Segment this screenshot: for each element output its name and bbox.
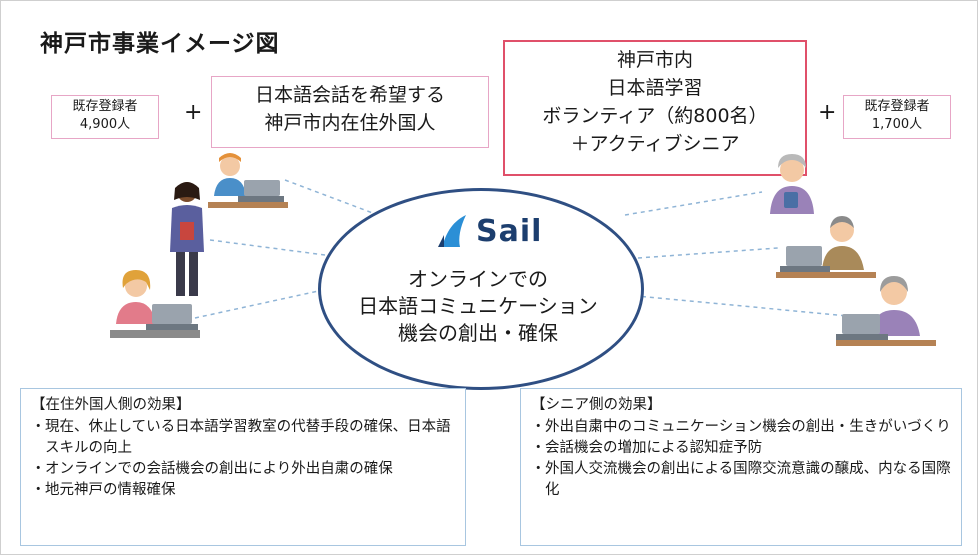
center-line: オンラインでの <box>408 267 548 291</box>
sail-logo: Sail <box>436 213 542 249</box>
connector-line <box>194 289 324 319</box>
effect-item: ・外国人交流機会の創出による国際交流意識の醸成、内なる国際化 <box>531 459 951 501</box>
center-line: 機会の創出・確保 <box>398 321 558 345</box>
person-laptop-icon <box>110 270 200 338</box>
connector-line <box>624 191 763 216</box>
effect-text: 会話機会の増加による認知症予防 <box>545 440 763 456</box>
effect-item: ・会話機会の増加による認知症予防 <box>531 438 951 459</box>
senior-person-icon <box>836 276 936 346</box>
senior-person-icon <box>770 154 814 214</box>
volunteer-box: 神戸市内 日本語学習 ボランティア（約800名） ＋アクティブシニア <box>503 40 807 176</box>
effect-item: ・現在、休止している日本語学習教室の代替手段の確保、日本語スキルの向上 <box>31 417 455 459</box>
senior-effects-box: 【シニア側の効果】 ・外出自粛中のコミュニケーション機会の創出・生きがいづくり … <box>520 388 962 546</box>
center-ellipse <box>318 188 644 390</box>
box-label: 既存登録者 <box>72 99 138 114</box>
foreign-effects-box: 【在住外国人側の効果】 ・現在、休止している日本語学習教室の代替手段の確保、日本… <box>20 388 466 546</box>
person-laptop-icon <box>208 153 288 208</box>
plus-operator-left: + <box>184 100 203 125</box>
box-line: 神戸市内在住外国人 <box>264 112 436 134</box>
logo-text: Sail <box>476 213 543 249</box>
box-label: 既存登録者 <box>864 99 930 114</box>
box-line: 神戸市内 <box>616 49 693 71</box>
box-line: 日本語学習 <box>607 77 703 99</box>
connector-line <box>625 294 849 317</box>
box-count: 4,900人 <box>79 117 131 132</box>
effect-item: ・地元神戸の情報確保 <box>31 480 455 501</box>
box-line: 日本語会話を希望する <box>254 84 445 106</box>
connector-line <box>209 239 326 256</box>
box-count: 1,700人 <box>871 117 923 132</box>
foreign-residents-box: 日本語会話を希望する 神戸市内在住外国人 <box>211 76 489 148</box>
box-line: ＋アクティブシニア <box>570 133 740 155</box>
person-standing-icon <box>170 182 204 296</box>
center-line: 日本語コミュニケーション <box>358 294 598 318</box>
connector-line <box>284 179 379 216</box>
plus-operator-right: + <box>818 100 837 125</box>
page-title: 神戸市事業イメージ図 <box>40 31 280 57</box>
box-line: ボランティア（約800名） <box>542 105 768 127</box>
foreign-existing-registrants-box: 既存登録者 4,900人 <box>51 95 159 139</box>
senior-person-icon <box>776 216 876 278</box>
foreign-effects-heading: 【在住外国人側の効果】 <box>31 397 191 413</box>
effect-item: ・オンラインでの会話機会の創出により外出自粛の確保 <box>31 459 455 480</box>
effect-item: ・外出自粛中のコミュニケーション機会の創出・生きがいづくり <box>531 417 951 438</box>
effect-text: オンラインでの会話機会の創出により外出自粛の確保 <box>45 461 393 477</box>
effect-text: 地元神戸の情報確保 <box>45 482 176 498</box>
center-text: オンラインでの 日本語コミュニケーション 機会の創出・確保 <box>318 266 638 347</box>
sail-logo-icon <box>438 215 466 247</box>
effect-text: 外出自粛中のコミュニケーション機会の創出・生きがいづくり <box>545 419 951 435</box>
effect-text: 現在、休止している日本語学習教室の代替手段の確保、日本語スキルの向上 <box>45 419 451 456</box>
senior-effects-heading: 【シニア側の効果】 <box>531 397 662 413</box>
effect-text: 外国人交流機会の創出による国際交流意識の醸成、内なる国際化 <box>545 461 951 498</box>
connector-line <box>637 247 779 259</box>
senior-existing-registrants-box: 既存登録者 1,700人 <box>843 95 951 139</box>
